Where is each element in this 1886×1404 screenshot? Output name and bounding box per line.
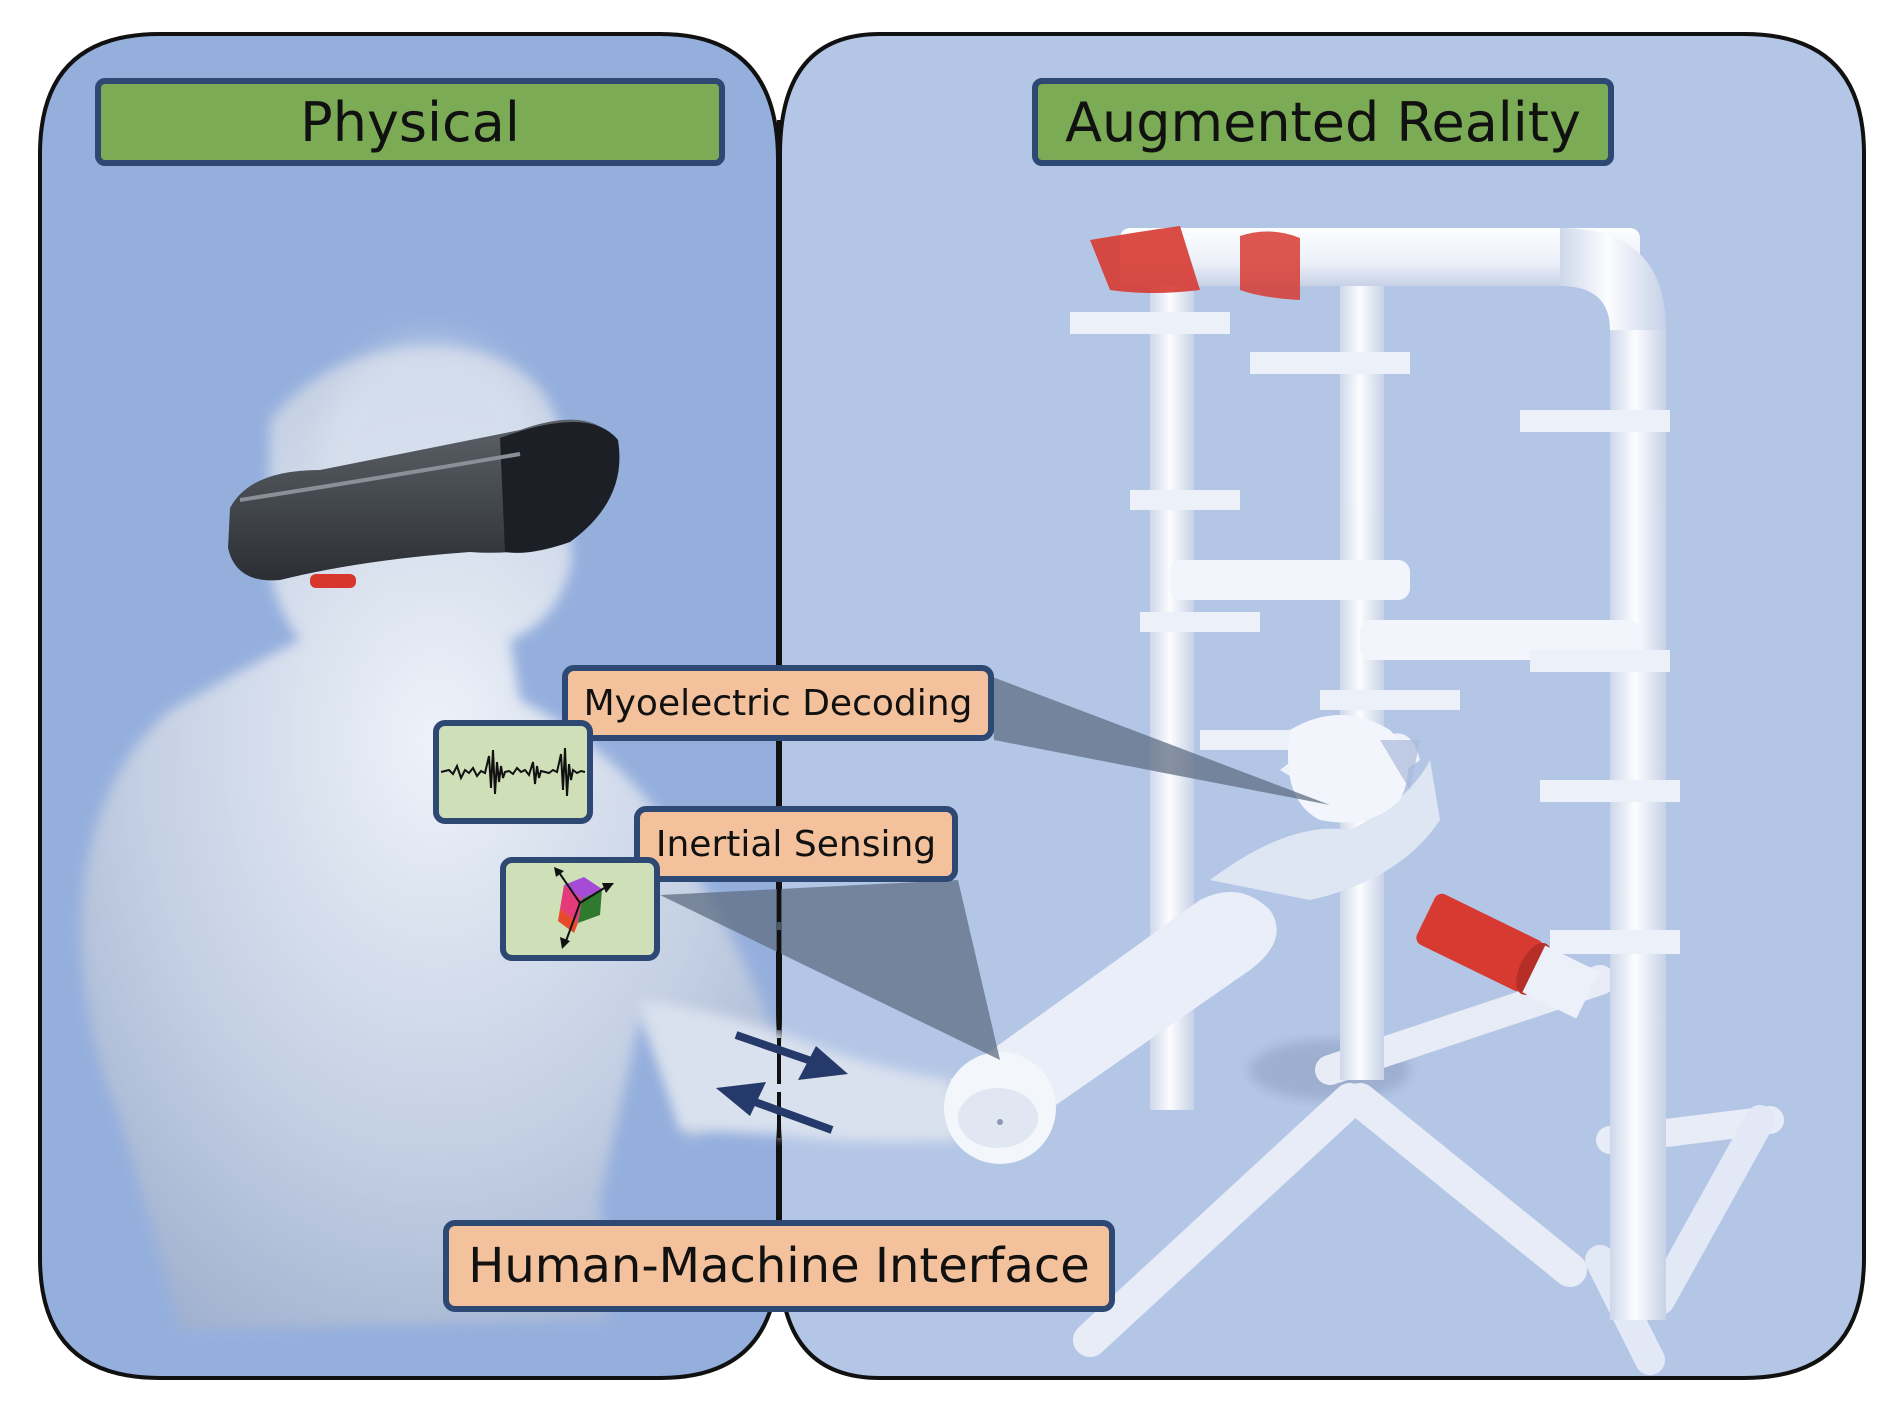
imu-cube-icon [500,857,660,961]
physical-title: Physical [95,78,725,166]
human-machine-interface-label: Human-Machine Interface [443,1220,1115,1312]
myoelectric-callout-pointer [990,676,1330,805]
augmented-reality-title: Augmented Reality [1032,78,1614,166]
inertial-sensing-label: Inertial Sensing [634,806,958,882]
emg-signal-icon [433,720,593,824]
myoelectric-decoding-label: Myoelectric Decoding [562,665,994,741]
inertial-callout-pointer [660,880,1000,1060]
robotic-arm [944,715,1440,1164]
bidirectional-arrows-icon [716,1031,848,1134]
ar-headset-icon [228,419,620,588]
